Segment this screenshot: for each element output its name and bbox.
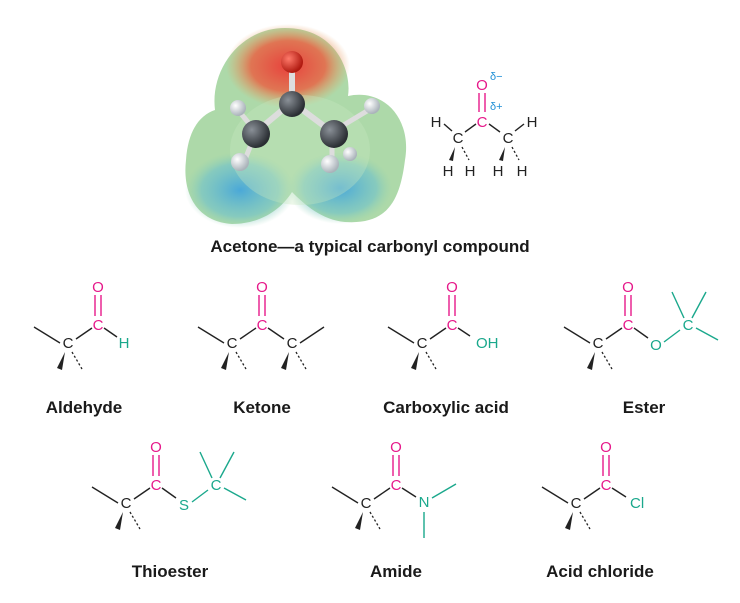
svg-text:C: C	[417, 335, 428, 352]
svg-text:O: O	[150, 439, 162, 456]
atom-o: O	[476, 77, 488, 94]
atom-h-6: H	[517, 163, 528, 180]
ester-structure: O C C O C	[563, 279, 719, 370]
svg-text:C: C	[93, 317, 104, 334]
svg-text:C: C	[571, 495, 582, 512]
svg-text:C: C	[151, 477, 162, 494]
atom-carbonyl-c: C	[477, 114, 488, 131]
svg-text:C: C	[287, 335, 298, 352]
thioester-structure: O C C S C	[91, 439, 247, 530]
svg-text:N: N	[419, 494, 430, 511]
ketone-structure: O C C C	[197, 279, 325, 370]
svg-text:O: O	[390, 439, 402, 456]
svg-text:O: O	[256, 279, 268, 296]
label-carboxylic-acid: Carboxylic acid	[383, 398, 509, 417]
svg-text:O: O	[622, 279, 634, 296]
svg-text:O: O	[650, 337, 662, 354]
label-ketone: Ketone	[233, 398, 291, 417]
svg-text:O: O	[600, 439, 612, 456]
svg-text:C: C	[361, 495, 372, 512]
svg-text:S: S	[179, 497, 189, 514]
atom-c-left: C	[453, 130, 464, 147]
svg-text:C: C	[683, 317, 694, 334]
svg-text:O: O	[92, 279, 104, 296]
svg-text:C: C	[391, 477, 402, 494]
atom-h-2: H	[527, 114, 538, 131]
label-acid-chloride: Acid chloride	[546, 562, 654, 581]
acetone-ball-stick-model	[230, 51, 380, 173]
svg-text:H: H	[119, 335, 130, 352]
caption: Acetone—a typical carbonyl compound	[210, 237, 529, 256]
svg-text:C: C	[257, 317, 268, 334]
label-amide: Amide	[370, 562, 422, 581]
label-aldehyde: Aldehyde	[46, 398, 123, 417]
delta-plus-label: δ+	[490, 101, 503, 113]
amide-structure: O C C N	[331, 439, 457, 538]
atom-h-1: H	[431, 114, 442, 131]
carboxylic-acid-structure: O C OH C	[387, 279, 499, 370]
svg-text:C: C	[623, 317, 634, 334]
acid-chloride-structure: O C C Cl	[541, 439, 644, 530]
svg-text:OH: OH	[476, 335, 499, 352]
svg-text:O: O	[446, 279, 458, 296]
atom-h-5: H	[493, 163, 504, 180]
acetone-structure: O δ− C δ+ C C H H H H H H	[431, 71, 538, 180]
svg-text:Cl: Cl	[630, 495, 644, 512]
label-thioester: Thioester	[132, 562, 209, 581]
svg-text:C: C	[227, 335, 238, 352]
atom-h-4: H	[465, 163, 476, 180]
svg-text:C: C	[601, 477, 612, 494]
electrostatic-potential-map	[185, 24, 407, 228]
svg-text:C: C	[63, 335, 74, 352]
svg-text:C: C	[447, 317, 458, 334]
svg-text:C: C	[211, 477, 222, 494]
svg-text:C: C	[121, 495, 132, 512]
delta-minus-label: δ−	[490, 71, 503, 83]
aldehyde-structure: O C H C	[33, 279, 130, 370]
svg-text:C: C	[593, 335, 604, 352]
label-ester: Ester	[623, 398, 666, 417]
atom-h-3: H	[443, 163, 454, 180]
atom-c-right: C	[503, 130, 514, 147]
